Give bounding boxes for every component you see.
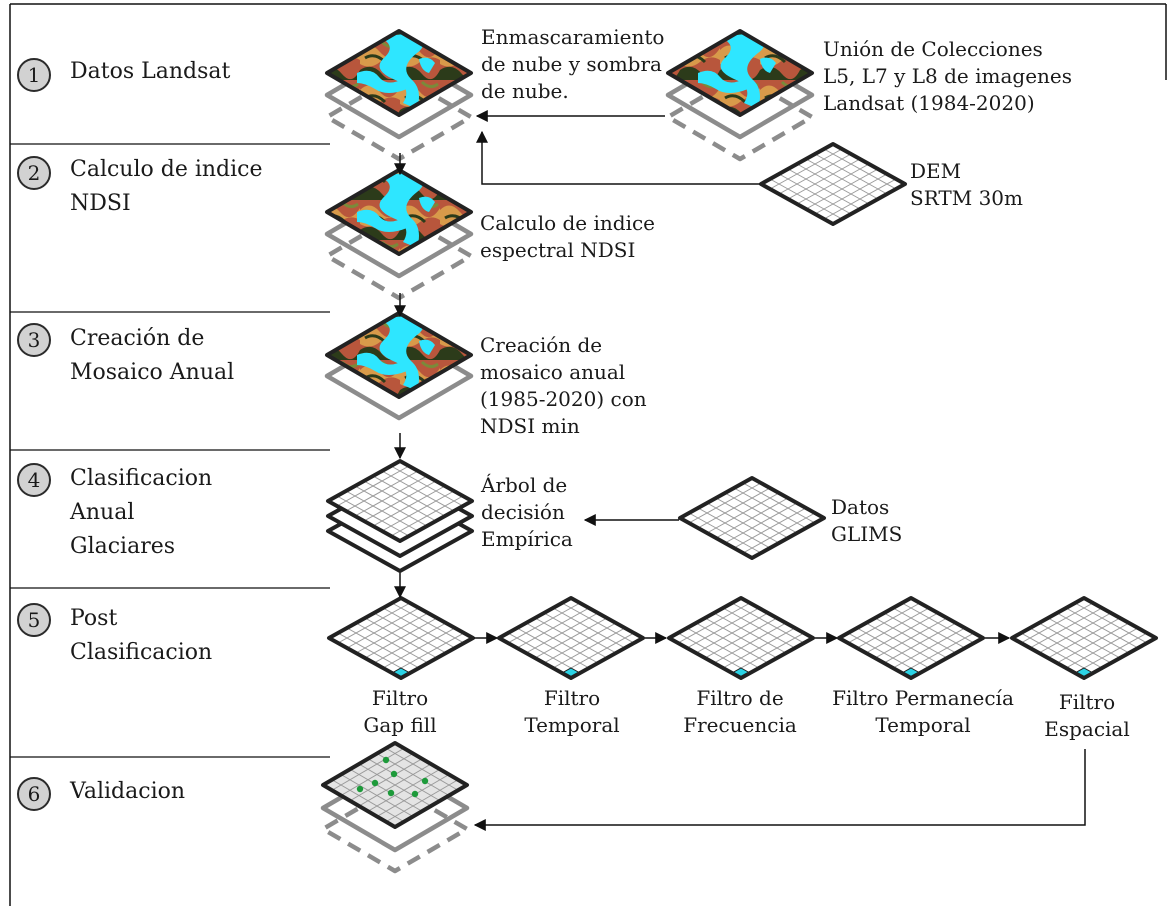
filter-spatial-icon (1010, 596, 1158, 680)
filter-frequency-label: Filtro de Frecuencia (683, 686, 797, 737)
step-1-title: Datos Landsat (70, 59, 231, 84)
landsat-stack-icon-top (325, 29, 473, 117)
arrow-spatial-to-validation (473, 749, 1086, 831)
step-4-number: 4 (17, 463, 51, 497)
step-2-number: 2 (17, 156, 51, 190)
validation-point (411, 790, 419, 798)
filter-gap-fill-label: Filtro Gap fill (363, 686, 437, 737)
step-4-title: Clasificacion Anual Glaciares (70, 466, 213, 559)
step-5-number: 5 (17, 603, 51, 637)
validation-point (371, 779, 379, 787)
step-1-number: 1 (17, 58, 51, 92)
collections-stack-icon-top (666, 29, 814, 117)
validation-point (387, 789, 395, 797)
dem-label: DEM SRTM 30m (910, 159, 1023, 210)
step-2-title: Calculo de indice NDSI (70, 157, 263, 216)
filter-temporal-icon (497, 596, 645, 680)
step-6-number: 6 (17, 777, 51, 811)
glims-label: Datos GLIMS (831, 495, 903, 546)
dem-grid-icon (759, 142, 907, 226)
validation-point (382, 756, 390, 764)
mosaic-label: Creación de mosaico anual (1985-2020) co… (480, 333, 647, 438)
ndsi-label: Calculo de indice espectral NDSI (480, 211, 656, 262)
arrow-dem-to-landsat (476, 130, 760, 185)
filter-spatial-label: Filtro Espacial (1044, 690, 1130, 741)
filter-permanence-icon (837, 596, 985, 680)
ndsi-stack-icon-top (325, 168, 473, 256)
decision-tree-label: Árbol de decisión Empírica (481, 473, 573, 551)
glims-grid-icon (678, 476, 826, 560)
validation-grid-icon (321, 741, 469, 829)
classification-stack-icon-top (326, 459, 474, 543)
step-3-title: Creación de Mosaico Anual (70, 326, 235, 385)
step-5-title: Post Clasificacion (70, 606, 213, 665)
cloud-mask-label: Enmascaramiento de nube y sombra de nube… (481, 25, 665, 103)
step-3-number: 3 (17, 323, 51, 357)
filter-permanence-label: Filtro Permanecía Temporal (832, 686, 1014, 737)
validation-point (356, 785, 364, 793)
mosaic-stack-icon-top (325, 311, 473, 399)
validation-point (390, 770, 398, 778)
filter-frequency-icon (667, 596, 815, 680)
flow-arrows (394, 110, 1086, 831)
filter-gap-fill-icon (327, 596, 475, 680)
outer-frame (9, 3, 1167, 906)
step-6-title: Validacion (70, 779, 186, 804)
filter-temporal-label: Filtro Temporal (524, 686, 620, 737)
collections-label: Unión de Colecciones L5, L7 y L8 de imag… (823, 37, 1073, 115)
validation-point (421, 777, 429, 785)
